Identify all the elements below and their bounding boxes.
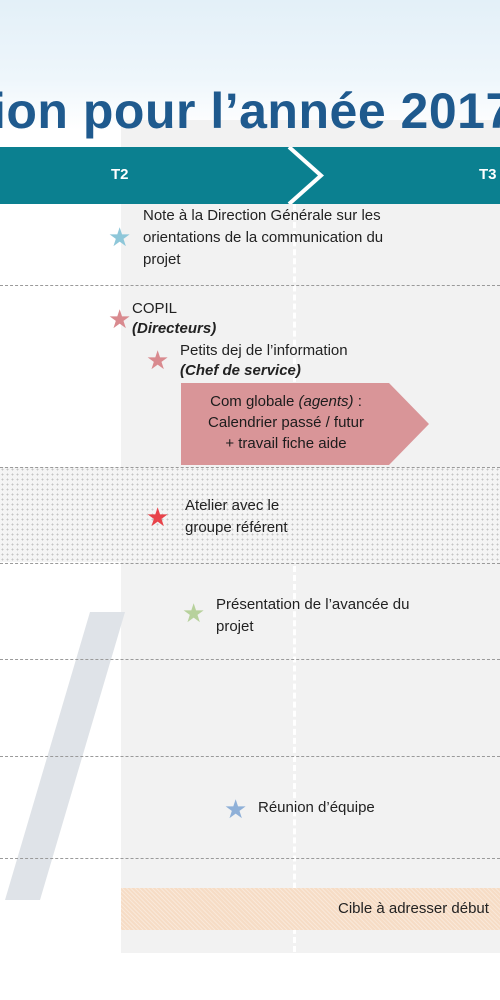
presentation-label: Présentation de l’avancée du projet — [216, 594, 409, 638]
com-globale-prefix: Com globale — [210, 393, 299, 410]
row-divider — [0, 756, 500, 757]
row-divider — [0, 563, 500, 564]
atelier-line2: groupe référent — [185, 519, 288, 536]
dotted-row-background — [0, 467, 500, 562]
row-divider — [0, 659, 500, 660]
reunion-label: Réunion d’équipe — [258, 799, 375, 816]
note-dg-text: Note à la Direction Générale sur les ori… — [143, 207, 384, 268]
page-title: ion pour l’année 2017 — [0, 83, 500, 139]
com-globale-italic: (agents) — [298, 393, 354, 410]
star-icon: ★ — [108, 304, 132, 334]
com-globale-line3: + travail fiche aide — [225, 435, 347, 452]
star-icon: ★ — [108, 222, 132, 252]
atelier-label: Atelier avec le groupe référent — [185, 495, 288, 539]
com-globale-arrow — [181, 383, 429, 465]
center-divider — [293, 204, 296, 952]
copil-title: COPIL — [132, 300, 178, 317]
star-icon: ★ — [146, 502, 170, 532]
petits-dej-subtitle: (Chef de service) — [180, 362, 301, 379]
presentation-line2: projet — [216, 618, 254, 635]
com-globale-suffix: : — [353, 393, 362, 410]
petits-dej-label: Petits dej de l’information (Chef de ser… — [180, 340, 348, 380]
com-globale-line2: Calendrier passé / futur — [208, 414, 364, 431]
header-background — [0, 0, 500, 130]
presentation-line1: Présentation de l’avancée du — [216, 596, 410, 613]
timeline-bar: T2 T3 — [0, 147, 500, 204]
star-icon: ★ — [224, 794, 248, 824]
copil-label: COPIL (Directeurs) — [132, 298, 216, 338]
decorative-slash — [5, 612, 125, 900]
row-divider — [0, 858, 500, 859]
chevron-right-icon — [287, 147, 325, 204]
atelier-line1: Atelier avec le — [185, 497, 280, 514]
com-globale-text: Com globale (agents) : Calendrier passé … — [181, 391, 391, 454]
cible-text: Cible à adresser début — [338, 900, 489, 917]
row-divider — [0, 285, 500, 286]
petits-dej-title: Petits dej de l’information — [180, 342, 348, 359]
star-icon: ★ — [146, 345, 170, 375]
copil-subtitle: (Directeurs) — [132, 320, 217, 337]
cible-band — [121, 888, 500, 930]
timeline-label-t2: T2 — [111, 166, 129, 183]
timeline-label-t3: T3 — [479, 166, 497, 183]
star-icon: ★ — [182, 598, 206, 628]
row-divider — [0, 467, 500, 468]
